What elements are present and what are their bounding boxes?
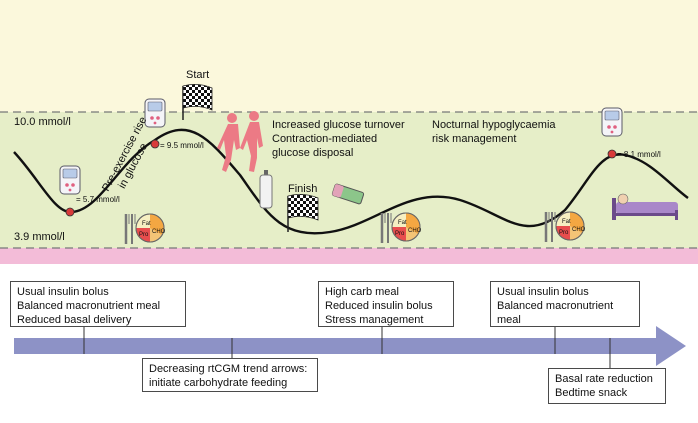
nocturnal-annotation-line-1: Nocturnal hypoglycaemia [432, 119, 556, 131]
post-exercise-box: High carb meal Reduced insulin bolus Str… [318, 281, 454, 327]
during-exercise-box: Decreasing rtCGM trend arrows: initiate … [142, 358, 318, 392]
lower-threshold-label: 3.9 mmol/l [14, 231, 65, 243]
box-line: initiate carbohydrate feeding [149, 377, 288, 389]
reading-2-label: = 9.5 mmol/l [160, 141, 204, 150]
exercise-annotation-line-1: Increased glucose turnover [272, 119, 405, 131]
above-range-zone [0, 0, 698, 112]
box-line: Stress management [325, 314, 424, 326]
plate-pro-label: Pro [395, 231, 405, 237]
box-line: Usual insulin bolus [497, 286, 589, 298]
bedtime-box: Basal rate reduction Bedtime snack [548, 368, 666, 404]
evening-meal-box: Usual insulin bolus Balanced macronutrie… [490, 281, 640, 327]
start-flag-icon [182, 84, 213, 120]
finish-label: Finish [288, 183, 317, 195]
cgm-device-icon [601, 107, 623, 137]
box-line: Reduced insulin bolus [325, 300, 433, 312]
hypoglycaemia-zone [0, 248, 698, 264]
water-bottle-icon [259, 170, 273, 209]
glucose-marker-1 [65, 207, 75, 217]
meal-plate-icon: Fat Pro CHO [544, 210, 586, 244]
plate-cho-label: CHO [572, 227, 586, 233]
meal-plate-icon: Fat Pro CHO [124, 212, 166, 246]
energy-bar-icon [331, 183, 365, 205]
plate-cho-label: CHO [152, 229, 166, 235]
exercise-annotation-line-3: glucose disposal [272, 147, 353, 159]
plate-pro-label: Pro [559, 230, 569, 236]
plate-fat-label: Fat [562, 219, 571, 225]
box-line: Balanced macronutrient meal [17, 300, 161, 312]
glucose-curve [13, 128, 689, 235]
upper-threshold-label: 10.0 mmol/l [14, 116, 71, 128]
meal-plate-icon: Fat Pro CHO [380, 211, 422, 245]
start-label: Start [186, 69, 209, 81]
glucose-marker-3 [607, 149, 617, 159]
reading-1-label: = 5.7 mmol/l [76, 195, 120, 204]
bed-icon [612, 193, 678, 220]
finish-flag-icon [287, 194, 319, 232]
plate-fat-label: Fat [142, 221, 151, 227]
box-line: Usual insulin bolus [17, 286, 109, 298]
cgm-device-icon [59, 165, 81, 195]
exercise-annotation-line-2: Contraction-mediated [272, 133, 377, 145]
box-line: meal [497, 314, 521, 326]
plate-cho-label: CHO [408, 228, 422, 234]
plate-fat-label: Fat [398, 220, 407, 226]
timeline-arrow [14, 326, 686, 366]
plate-pro-label: Pro [139, 232, 149, 238]
nocturnal-annotation-line-2: risk management [432, 133, 516, 145]
box-line: Bedtime snack [555, 387, 628, 399]
box-line: Balanced macronutrient [497, 300, 614, 312]
box-line: Reduced basal delivery [17, 314, 132, 326]
box-line: Decreasing rtCGM trend arrows: [149, 363, 308, 375]
pre-exercise-box: Usual insulin bolus Balanced macronutrie… [10, 281, 186, 327]
box-line: High carb meal [325, 286, 399, 298]
runners-icon [217, 111, 263, 172]
box-line: Basal rate reduction [555, 373, 653, 385]
glucose-marker-2 [150, 139, 160, 149]
reading-3-label: = 8.1 mmol/l [617, 150, 661, 159]
